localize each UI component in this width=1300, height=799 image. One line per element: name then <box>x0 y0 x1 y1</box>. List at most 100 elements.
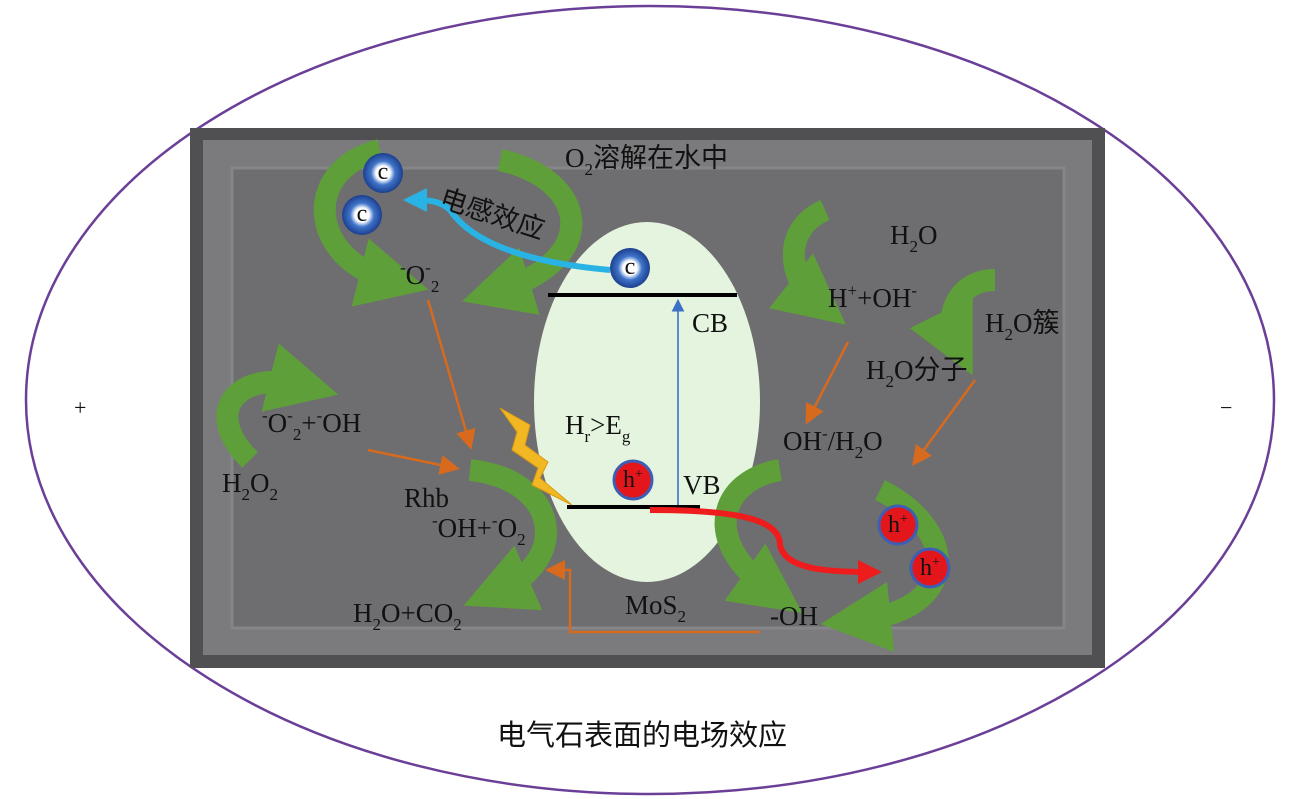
tourmaline-outline <box>24 4 1276 796</box>
hole-label: h+ <box>883 512 913 538</box>
hole-label: h+ <box>915 555 945 581</box>
label-part: O <box>250 468 270 498</box>
label-part: O <box>267 408 288 438</box>
electron-label: c <box>624 254 636 280</box>
light-bolt-icon <box>499 407 573 506</box>
water-molecule-label: H2O分子 <box>866 355 968 391</box>
electron-icon <box>363 153 403 193</box>
label-part: 2 <box>241 485 251 504</box>
water-ionization-label: H++OH- <box>828 282 917 313</box>
label-part: OH <box>322 408 362 438</box>
water-cluster-label: H2O簇 <box>985 308 1060 344</box>
label-part: g <box>621 427 631 446</box>
label-part: O+CO <box>381 598 454 628</box>
label-part: H <box>353 598 373 628</box>
label-part: 溶解在水中 <box>593 143 728 173</box>
label-part: O <box>497 513 518 543</box>
label-part: Rhb <box>404 483 450 513</box>
label-part: - <box>822 424 828 443</box>
label-part: O分子 <box>894 355 968 385</box>
label-part: -OH <box>770 601 818 631</box>
hole-symbol: h <box>623 467 636 493</box>
products-label: H2O+CO2 <box>353 598 462 634</box>
label-part: + <box>847 281 858 300</box>
label-part: O <box>565 143 585 173</box>
label-part: MoS <box>625 590 678 620</box>
label-part: - <box>432 511 438 530</box>
label-part: - <box>425 258 431 277</box>
label-part: +OH <box>857 283 912 313</box>
label-part: /H <box>827 426 855 456</box>
mos2-label: MoS2 <box>625 590 686 626</box>
hydroxyl-label: -OH <box>770 603 818 630</box>
radicals-label: -O-2+-OH <box>262 407 362 443</box>
label-part: 2 <box>453 615 462 634</box>
holes <box>612 459 951 589</box>
label-part: 2 <box>885 372 895 391</box>
label-part: 2 <box>292 425 302 444</box>
label-part: OH+ <box>437 513 492 543</box>
label-part: O <box>405 260 426 290</box>
label-part: >E <box>590 410 622 440</box>
mos2-particle <box>534 222 760 582</box>
hydroxide-water-label: OH-/H2O <box>783 425 883 461</box>
rhb-label: Rhb <box>404 485 449 512</box>
label-part: - <box>316 406 323 425</box>
label-part: H <box>890 220 910 250</box>
label-part: 2 <box>517 530 526 549</box>
label-part: 2 <box>430 277 440 296</box>
label-part: 2 <box>269 485 279 504</box>
label-part: - <box>911 281 917 300</box>
electrons <box>342 153 650 288</box>
radicals-pair-label: -OH+-O2 <box>432 512 526 548</box>
label-part: H <box>866 355 886 385</box>
o2-dissolve-label: O2溶解在水中 <box>565 143 728 179</box>
label-part: VB <box>683 470 721 500</box>
electron-icon <box>610 248 650 288</box>
hole-charge: + <box>932 555 940 570</box>
label-part: CB <box>692 308 729 338</box>
hole-symbol: h <box>920 555 933 581</box>
negative-pole: − <box>1220 395 1233 420</box>
electron-icon <box>342 195 382 235</box>
label-part: O簇 <box>1013 308 1060 338</box>
electron-label: c <box>356 201 368 227</box>
electron-label: c <box>377 159 389 185</box>
hole-charge: + <box>635 467 643 482</box>
hole-charge: + <box>900 512 908 527</box>
label-part: 2 <box>1004 325 1014 344</box>
hole-icon <box>909 547 951 589</box>
label-part: 2 <box>584 160 594 179</box>
label-part: - <box>400 258 406 277</box>
label-part: H <box>565 410 585 440</box>
hole-icon <box>612 459 654 501</box>
electron-transfer-arrow <box>403 188 611 273</box>
label-part: 2 <box>372 615 382 634</box>
label-part: - <box>491 511 498 530</box>
figure-caption: 电气石表面的电场效应 <box>497 720 788 752</box>
conduction-band-label: CB <box>692 310 728 337</box>
label-part: H <box>985 308 1005 338</box>
label-part: 2 <box>854 443 864 462</box>
hole-icon <box>877 504 919 546</box>
label-part: H <box>828 283 848 313</box>
reaction-arrows <box>367 299 977 634</box>
positive-pole: + <box>74 395 87 420</box>
water-label: H2O <box>890 220 938 256</box>
hole-label: h+ <box>618 467 648 493</box>
label-part: O <box>863 426 883 456</box>
label-part: 2 <box>909 237 919 256</box>
valence-band-label: VB <box>683 472 721 499</box>
hydrogen-peroxide-label: H2O2 <box>222 468 278 504</box>
label-part: H <box>222 468 242 498</box>
label-part: - <box>262 406 268 425</box>
label-part: r <box>584 427 591 446</box>
label-part: 2 <box>677 607 687 626</box>
superoxide-label: -O-2 <box>400 259 439 295</box>
label-part: O <box>918 220 938 250</box>
label-part: OH <box>783 426 822 456</box>
label-part: - <box>287 406 293 425</box>
hole-transfer-arrow <box>649 507 882 584</box>
energy-condition-label: Hr>Eg <box>565 410 630 446</box>
